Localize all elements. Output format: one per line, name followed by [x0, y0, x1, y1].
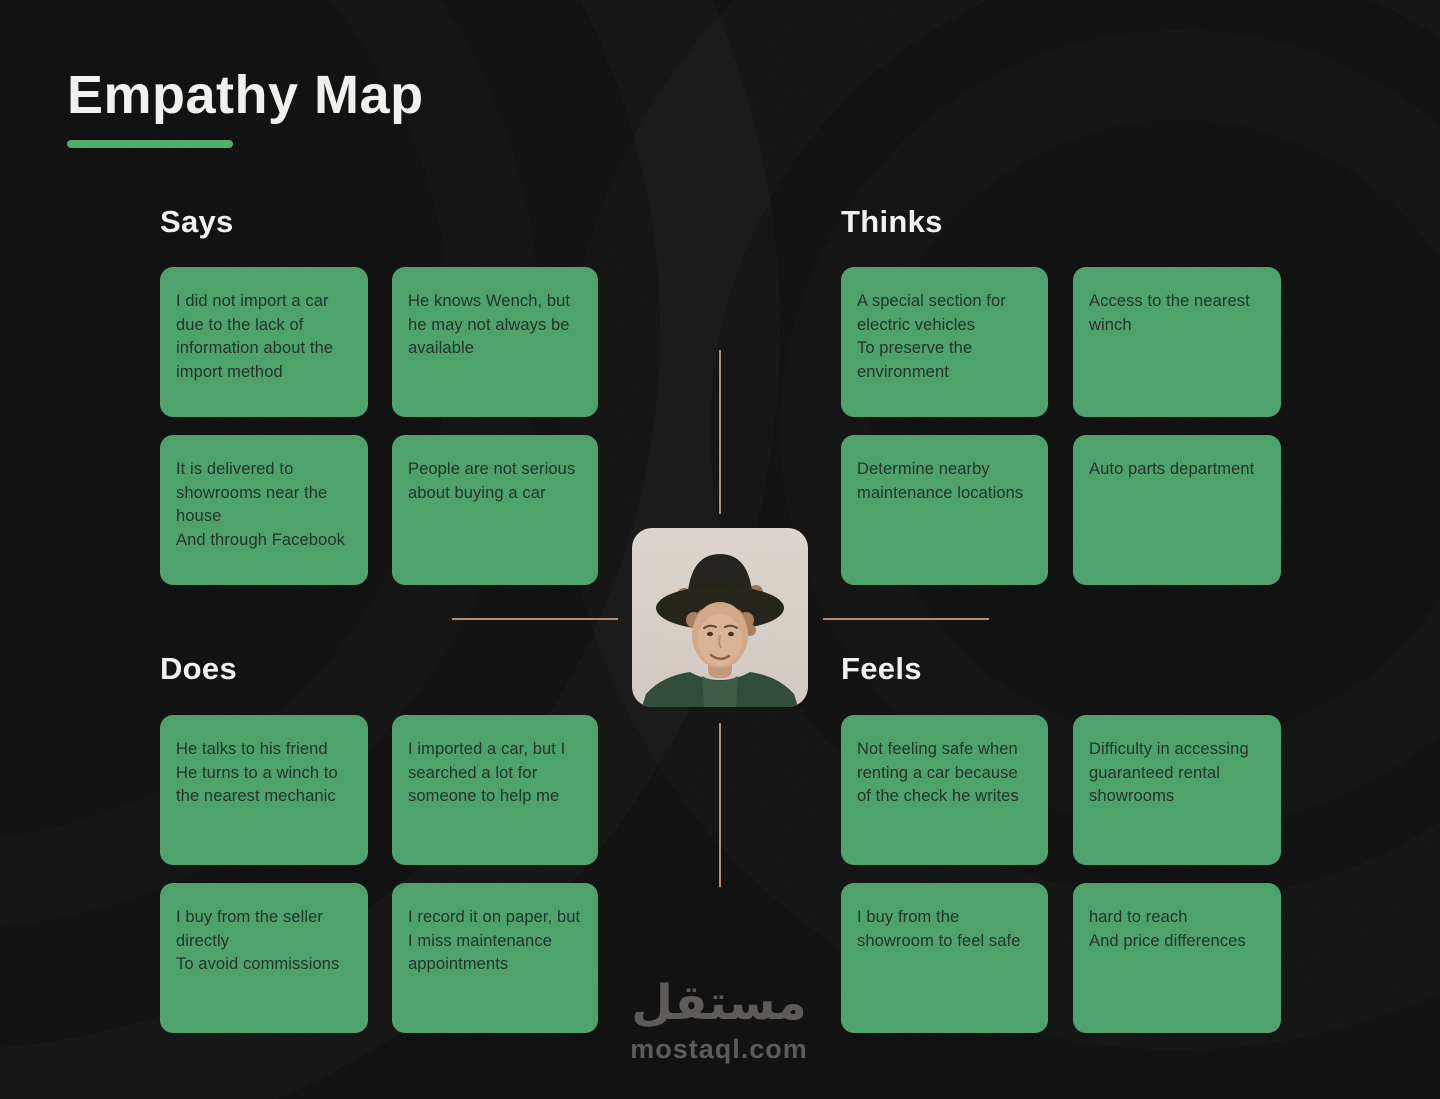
cross-line-vertical-bottom — [719, 723, 721, 887]
card-text: People are not serious about buying a ca… — [408, 460, 576, 502]
empathy-card-feels-2: Difficulty in accessing guaranteed renta… — [1073, 715, 1281, 865]
feels-cards: Not feeling safe when renting a car beca… — [841, 715, 1281, 1033]
empathy-card-does-4: I record it on paper, but I miss mainten… — [392, 883, 598, 1033]
card-text: Access to the nearest winch — [1089, 292, 1250, 334]
cross-line-horizontal-left — [452, 618, 618, 620]
card-text: Not feeling safe when renting a car beca… — [857, 740, 1019, 806]
empathy-card-does-2: I imported a car, but I searched a lot f… — [392, 715, 598, 865]
quadrant-title-says: Says — [160, 204, 234, 239]
title-underline — [67, 140, 233, 148]
quadrant-title-feels: Feels — [841, 651, 922, 686]
empathy-card-feels-1: Not feeling safe when renting a car beca… — [841, 715, 1048, 865]
cross-line-vertical-top — [719, 350, 721, 514]
card-text: I buy from the showroom to feel safe — [857, 908, 1021, 950]
page-title: Empathy Map — [67, 65, 424, 125]
says-cards: I did not import a car due to the lack o… — [160, 267, 598, 585]
card-text: Auto parts department — [1089, 460, 1255, 478]
card-text: I did not import a car due to the lack o… — [176, 292, 334, 381]
does-cards: He talks to his friend He turns to a win… — [160, 715, 598, 1033]
card-text: It is delivered to showrooms near the ho… — [176, 460, 345, 549]
card-text: I record it on paper, but I miss mainten… — [408, 908, 581, 974]
card-text: Determine nearby maintenance locations — [857, 460, 1024, 502]
empathy-card-feels-4: hard to reach And price differences — [1073, 883, 1281, 1033]
empathy-card-says-1: I did not import a car due to the lack o… — [160, 267, 368, 417]
empathy-card-does-3: I buy from the seller directly To avoid … — [160, 883, 368, 1033]
empathy-card-says-3: It is delivered to showrooms near the ho… — [160, 435, 368, 585]
card-text: hard to reach And price differences — [1089, 908, 1246, 950]
cross-line-horizontal-right — [823, 618, 989, 620]
empathy-card-thinks-2: Access to the nearest winch — [1073, 267, 1281, 417]
empathy-card-says-2: He knows Wench, but he may not always be… — [392, 267, 598, 417]
empathy-card-thinks-3: Determine nearby maintenance locations — [841, 435, 1048, 585]
card-text: He talks to his friend He turns to a win… — [176, 740, 338, 806]
card-text: He knows Wench, but he may not always be… — [408, 292, 571, 358]
card-text: A special section for electric vehicles … — [857, 292, 1006, 381]
thinks-cards: A special section for electric vehicles … — [841, 267, 1281, 585]
mostaql-watermark: مستقل mostaql.com — [599, 972, 839, 1065]
mostaql-site-label: mostaql.com — [630, 1034, 808, 1065]
empathy-card-does-1: He talks to his friend He turns to a win… — [160, 715, 368, 865]
quadrant-title-does: Does — [160, 651, 238, 686]
empathy-card-feels-3: I buy from the showroom to feel safe — [841, 883, 1048, 1033]
mostaql-logo-arabic: مستقل — [631, 975, 807, 1031]
card-text: I imported a car, but I searched a lot f… — [408, 740, 566, 806]
empathy-card-thinks-4: Auto parts department — [1073, 435, 1281, 585]
persona-photo — [632, 528, 808, 707]
card-text: I buy from the seller directly To avoid … — [176, 908, 340, 974]
empathy-card-says-4: People are not serious about buying a ca… — [392, 435, 598, 585]
empathy-card-thinks-1: A special section for electric vehicles … — [841, 267, 1048, 417]
quadrant-title-thinks: Thinks — [841, 204, 943, 239]
card-text: Difficulty in accessing guaranteed renta… — [1089, 740, 1249, 806]
